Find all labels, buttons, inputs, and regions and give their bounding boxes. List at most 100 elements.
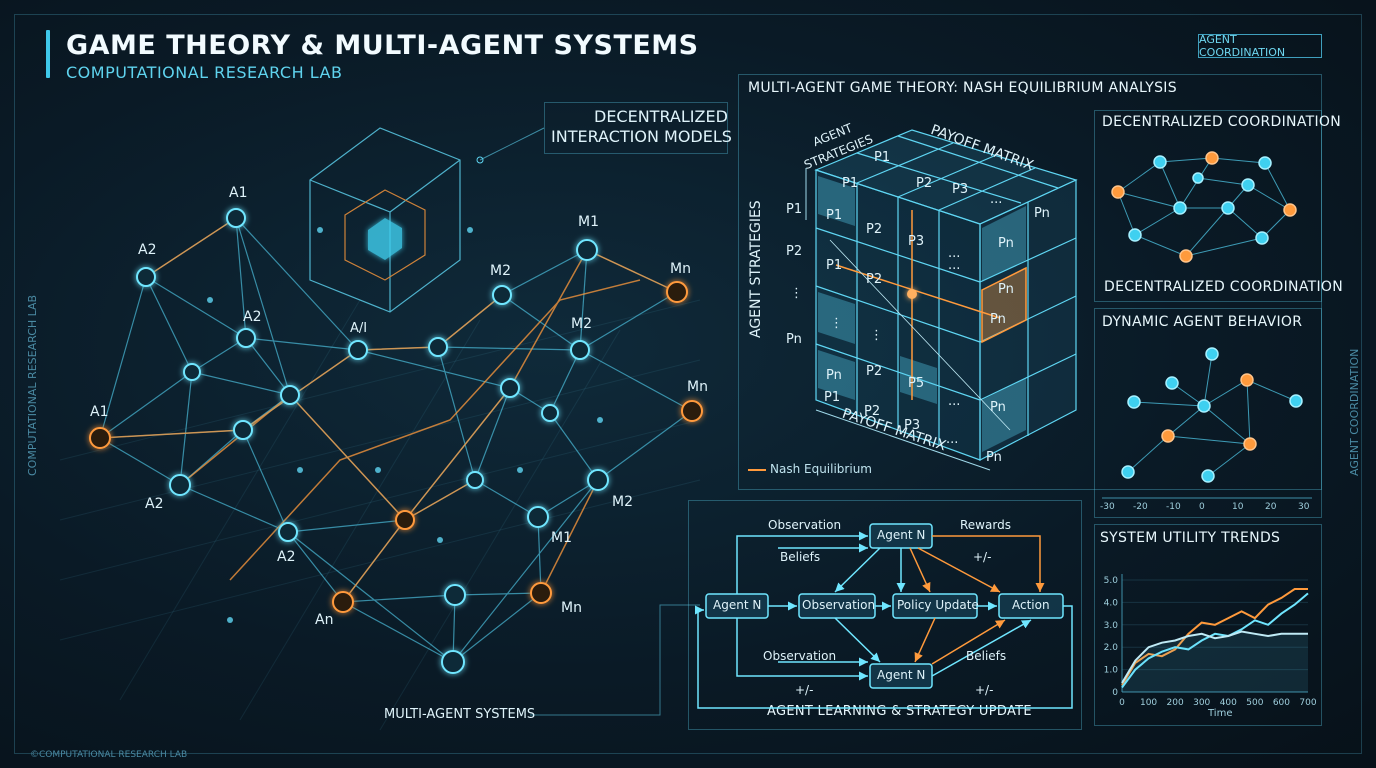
node-mid-1 xyxy=(280,385,300,405)
behavior-panel-title: DYNAMIC AGENT BEHAVIOR xyxy=(1102,314,1303,330)
coord-panel-title: DECENTRALIZED COORDINATION xyxy=(1102,114,1341,130)
page-subtitle: COMPUTATIONAL RESEARCH LAB xyxy=(66,63,343,82)
learning-edge-label: Beliefs xyxy=(780,550,821,564)
learning-node-label: Policy Update xyxy=(897,598,979,612)
agent-coordination-badge: AGENT COORDINATION xyxy=(1198,33,1322,59)
node-a2-lower xyxy=(169,474,191,496)
node-m1-top xyxy=(576,239,598,261)
matrix-cell: P3 xyxy=(908,234,925,249)
utility-series-line xyxy=(1121,592,1309,689)
network-caption: MULTI-AGENT SYSTEMS xyxy=(384,707,536,722)
matrix-top-label: P1 xyxy=(874,150,891,165)
node-label: A2 xyxy=(243,309,262,325)
footer-label: ©COMPUTATIONAL RESEARCH LAB xyxy=(30,750,188,760)
node-label: M2 xyxy=(490,263,511,279)
page-title: GAME THEORY & MULTI-AGENT SYSTEMS xyxy=(66,30,699,61)
utility-x-tick: 0 xyxy=(1119,698,1125,708)
node-label: An xyxy=(315,612,334,628)
cube-core xyxy=(368,218,402,260)
node-m2-right xyxy=(570,340,590,360)
node-label: A/I xyxy=(350,321,368,336)
node-label: Mn xyxy=(687,379,708,395)
matrix-cell: ⋮ xyxy=(830,316,843,331)
node-mid-5 xyxy=(466,471,484,489)
utility-y-tick: 0 xyxy=(1112,688,1118,698)
nash-equilibrium-cell: Pn xyxy=(990,312,1006,327)
network-nodes xyxy=(89,208,703,674)
utility-y-tick: 3.0 xyxy=(1104,621,1119,631)
behavior-x-tick: 20 xyxy=(1265,502,1277,512)
coord-panel-frame xyxy=(1094,110,1322,302)
node-an xyxy=(332,591,354,613)
nash-legend-label: Nash Equilibrium xyxy=(770,462,872,476)
callout-line-2: INTERACTION MODELS xyxy=(551,127,732,146)
learning-edge-label: Rewards xyxy=(960,518,1011,532)
behavior-x-tick: -10 xyxy=(1166,502,1181,512)
behavior-x-tick: -30 xyxy=(1100,502,1115,512)
learning-edge-label: +/- xyxy=(975,683,994,697)
behavior-x-tick: 0 xyxy=(1199,502,1205,512)
utility-x-tick: 100 xyxy=(1140,698,1157,708)
node-a2-left xyxy=(136,267,156,287)
node-orange-center xyxy=(395,510,415,530)
learning-node-label: Agent N xyxy=(877,528,926,542)
node-m1-lower xyxy=(527,506,549,528)
utility-x-axis-label: Time xyxy=(1208,708,1233,719)
node-a-bottom xyxy=(444,584,466,606)
node-m2-lower xyxy=(587,469,609,491)
node-a1-top xyxy=(226,208,246,228)
node-a2-bottom xyxy=(278,522,298,542)
matrix-cell: Pn xyxy=(826,368,842,383)
utility-x-tick: 200 xyxy=(1167,698,1184,708)
behavior-x-tick: 10 xyxy=(1232,502,1244,512)
learning-node-label: Agent N xyxy=(877,668,926,682)
node-label: M1 xyxy=(551,530,572,546)
matrix-cell: ⋮ xyxy=(870,328,883,343)
matrix-cell: P1 xyxy=(826,208,843,223)
utility-series-line xyxy=(1121,630,1308,684)
node-mid-4 xyxy=(541,404,559,422)
utility-panel-frame xyxy=(1094,524,1322,726)
utility-x-tick: 400 xyxy=(1220,698,1237,708)
learning-edge-label: Beliefs xyxy=(966,649,1007,663)
node-label: A2 xyxy=(277,549,296,565)
learning-node-label: Observation xyxy=(802,598,876,612)
matrix-cell: Pn xyxy=(998,282,1014,297)
learning-node-label: Agent N xyxy=(713,598,762,612)
matrix-row-header: P2 xyxy=(786,244,803,259)
matrix-top-label: P2 xyxy=(916,176,933,191)
utility-y-tick: 4.0 xyxy=(1104,598,1119,608)
matrix-cell: P2 xyxy=(866,272,883,287)
node-mn-bottom xyxy=(530,582,552,604)
nash-equilibrium-point xyxy=(907,289,917,299)
matrix-top-label: P3 xyxy=(952,182,969,197)
node-mid-2 xyxy=(233,420,253,440)
matrix-cell: ... xyxy=(948,394,961,409)
utility-x-tick: 700 xyxy=(1299,698,1316,708)
utility-chart-title: SYSTEM UTILITY TRENDS xyxy=(1100,530,1281,546)
learning-node-label: Action xyxy=(1012,598,1050,612)
matrix-bottom-label: P2 xyxy=(864,404,881,419)
utility-series-line xyxy=(1121,588,1308,686)
matrix-cell: Pn xyxy=(990,400,1006,415)
learning-panel-frame xyxy=(688,500,1082,730)
matrix-cell: ... xyxy=(948,246,961,261)
matrix-top-label: ... xyxy=(990,192,1003,207)
node-left-2 xyxy=(183,363,201,381)
node-mn-right xyxy=(681,400,703,422)
matrix-row-header: P1 xyxy=(786,202,803,217)
node-label: Mn xyxy=(670,261,691,277)
matrix-bottom-label: ... xyxy=(946,432,959,447)
node-label: A1 xyxy=(229,185,248,201)
matrix-cell: P2 xyxy=(866,222,883,237)
matrix-bottom-label: P1 xyxy=(824,390,841,405)
utility-x-tick: 600 xyxy=(1273,698,1290,708)
matrix-cell: ... xyxy=(948,258,961,273)
node-label: A1 xyxy=(90,404,109,420)
node-label: A2 xyxy=(138,242,157,258)
utility-y-tick: 2.0 xyxy=(1104,643,1119,653)
